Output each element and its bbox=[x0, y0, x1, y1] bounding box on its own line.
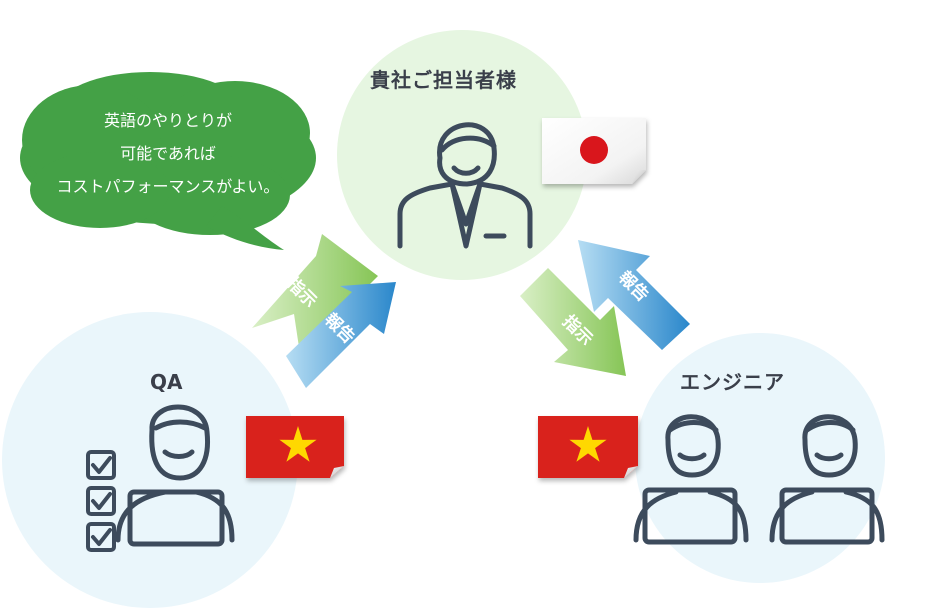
qa-title: QA bbox=[150, 370, 183, 394]
engineer-person-icon bbox=[633, 414, 749, 545]
vietnam-flag-icon bbox=[246, 416, 344, 478]
vietnam-flag-icon bbox=[538, 416, 638, 478]
speech-bubble-text: 英語のやりとりが 可能であれば コストパフォーマンスがよい。 bbox=[18, 104, 318, 203]
engineer-circle bbox=[635, 333, 885, 583]
client-person-icon bbox=[397, 122, 533, 249]
checklist-icon bbox=[86, 450, 116, 552]
japan-flag-icon bbox=[542, 118, 646, 184]
right-instruct-arrow: 指示 bbox=[520, 268, 626, 376]
engineer-person-icon bbox=[769, 414, 885, 545]
bubble-line: コストパフォーマンスがよい。 bbox=[56, 177, 280, 196]
bubble-line: 可能であれば bbox=[120, 144, 216, 163]
bubble-line: 英語のやりとりが bbox=[103, 111, 232, 130]
speech-bubble bbox=[20, 72, 316, 250]
qa-person-icon bbox=[115, 404, 235, 547]
client-title: 貴社ご担当者様 bbox=[370, 68, 517, 92]
engineer-title: エンジニア bbox=[680, 370, 785, 394]
